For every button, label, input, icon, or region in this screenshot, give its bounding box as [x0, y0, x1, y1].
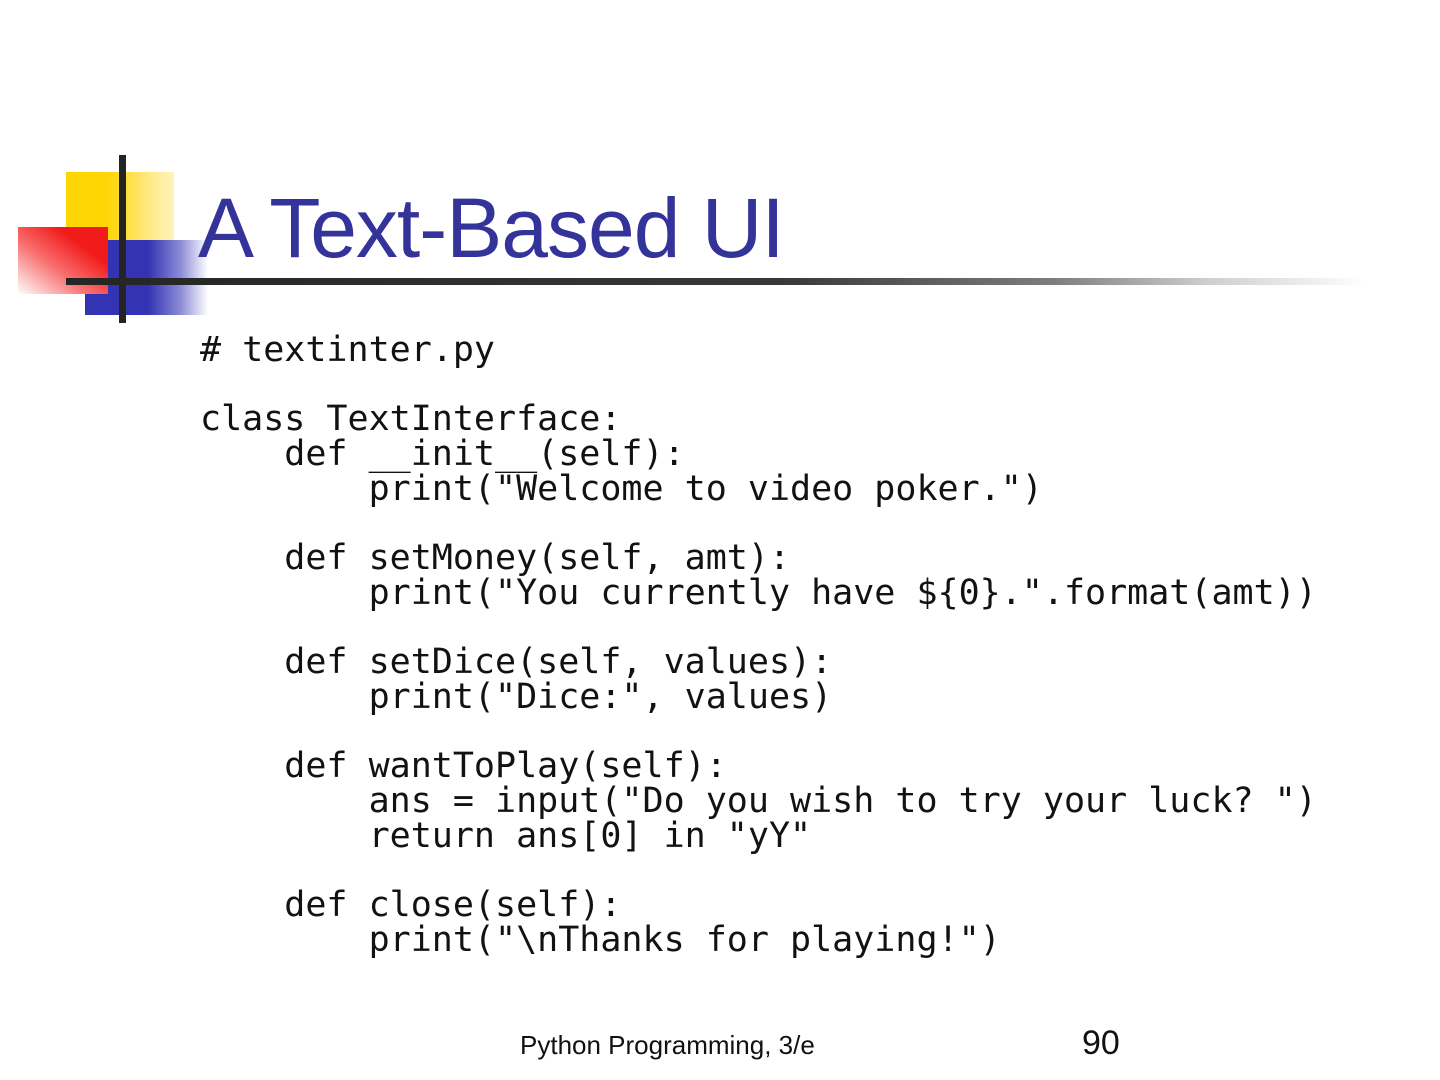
footer-book-title: Python Programming, 3/e — [520, 1030, 815, 1060]
decoration-vertical-rule — [119, 155, 126, 323]
title-underline-rule — [66, 278, 1365, 285]
footer-page-number: 90 — [1082, 1024, 1120, 1062]
slide-title: A Text-Based UI — [198, 181, 785, 275]
code-block: # textinter.py class TextInterface: def … — [200, 330, 1317, 960]
